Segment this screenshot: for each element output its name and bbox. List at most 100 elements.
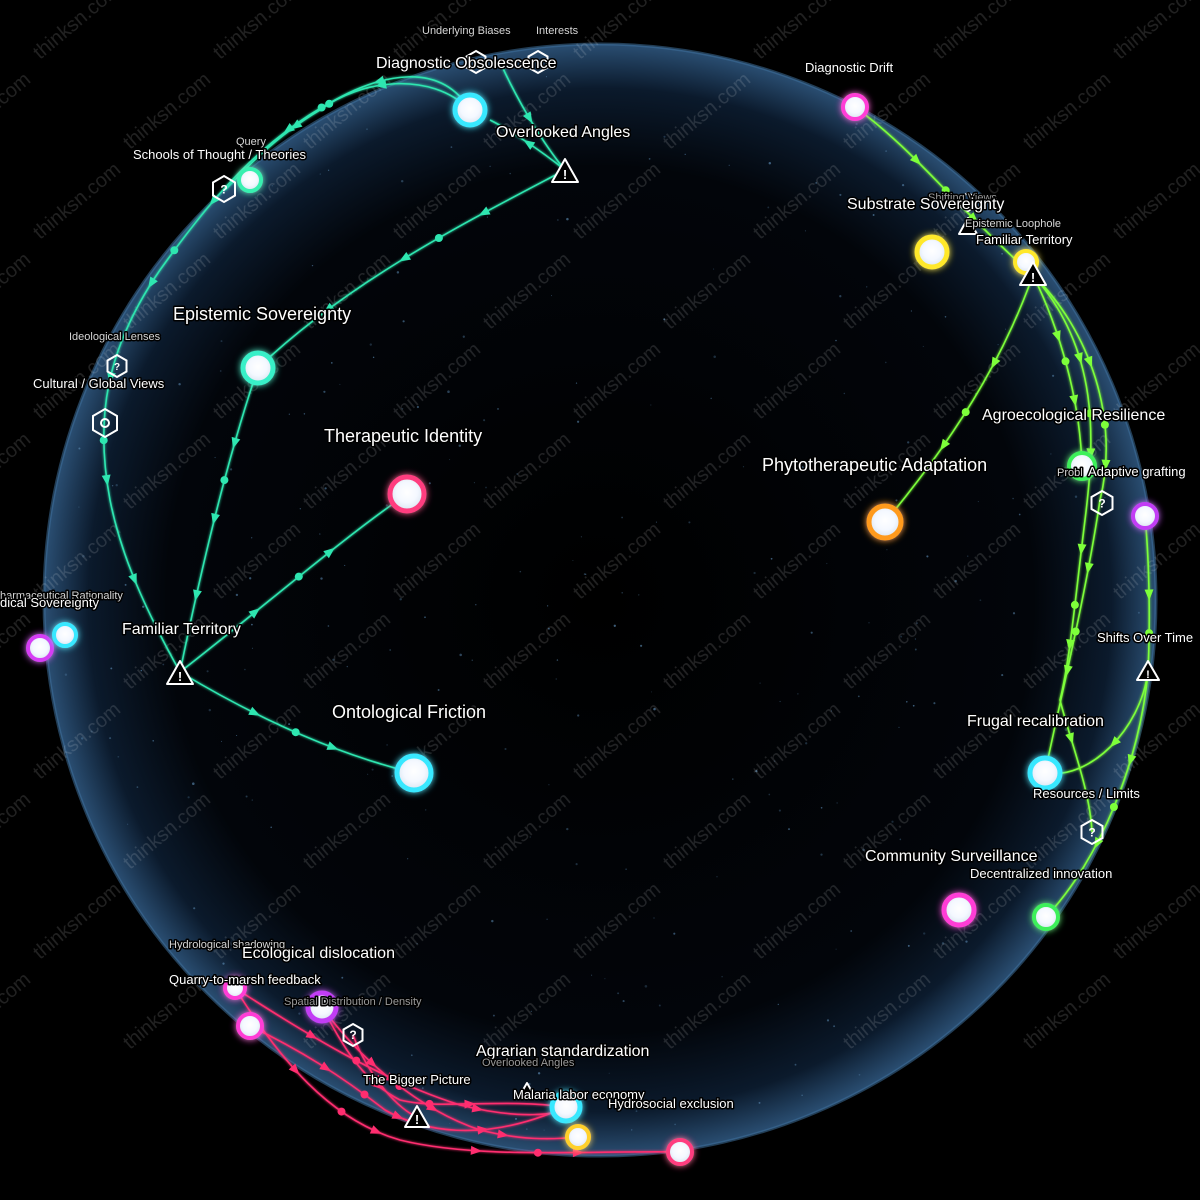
node-malaria-labor-economy[interactable] [565, 1124, 591, 1150]
node-phytotherapeutic-adaptation[interactable] [866, 503, 904, 541]
marker-label: Resources / Limits [1033, 786, 1140, 801]
star-dot [901, 183, 905, 187]
question-hexagon-icon[interactable]: ? [212, 174, 236, 204]
star-dot [251, 799, 253, 801]
star-dot [658, 1004, 661, 1007]
edge-path [884, 274, 1034, 523]
star-dot [323, 390, 326, 393]
warning-icon[interactable] [519, 1082, 535, 1096]
star-dot [356, 957, 358, 959]
watermark-text: thinksn.com [0, 788, 35, 873]
watermark-text: thinksn.com [29, 0, 125, 64]
star-dot [855, 122, 858, 126]
warning-icon[interactable] [958, 217, 978, 235]
edge-dot [395, 1082, 404, 1090]
star-dot [288, 723, 291, 726]
node-frugal-recalibration[interactable] [1027, 755, 1063, 791]
edge-arrowhead [193, 589, 202, 602]
edge-arrowhead [371, 1074, 382, 1087]
star-dot [933, 702, 936, 705]
star-dot [1001, 252, 1003, 255]
star-dot [1074, 495, 1078, 498]
node-hydrosocial-exclusion[interactable] [666, 1138, 694, 1166]
star-dot [801, 466, 804, 469]
node-therapeutic-identity[interactable] [387, 474, 427, 514]
node-label: Agrarian standardization [476, 1043, 649, 1060]
question-hexagon-icon[interactable]: ? [342, 1022, 364, 1048]
node-agroecological-resilience[interactable] [1067, 451, 1097, 481]
node-hydrological-shadowing[interactable] [223, 976, 247, 1000]
node-ontological-friction[interactable] [394, 753, 434, 793]
star-dot [801, 1094, 803, 1096]
question-hexagon-icon[interactable]: ? [1090, 489, 1114, 517]
question-hexagon-icon[interactable]: ? [1080, 818, 1104, 846]
edge-arrowhead [248, 608, 260, 619]
hexagon-icon[interactable] [465, 49, 487, 75]
star-dot [389, 649, 392, 651]
node-decentralized-innovation[interactable] [1032, 903, 1060, 931]
warning-icon[interactable]: ! [166, 660, 194, 685]
hexagon-icon[interactable] [959, 191, 977, 213]
node-label: Ecological dislocation [242, 945, 395, 962]
node-diagnostic-obsolescence[interactable] [452, 92, 488, 128]
star-dot [319, 533, 321, 535]
node-adaptive-grafting[interactable] [1131, 502, 1159, 530]
star-dot [835, 339, 837, 342]
edge-arrowhead [323, 302, 335, 313]
star-dot [650, 404, 652, 406]
star-dot [906, 701, 908, 703]
node-quarry-to-marsh[interactable] [236, 1012, 264, 1040]
star-dot [311, 264, 314, 267]
star-dot [787, 828, 791, 831]
hexagon-icon[interactable] [92, 407, 118, 439]
hexagon-icon[interactable]: ? [106, 353, 128, 379]
node-agrarian-standardization[interactable] [549, 1090, 583, 1124]
star-dot [914, 638, 917, 640]
edge-path [234, 987, 681, 1154]
node-label: Diagnostic Obsolescence [376, 55, 557, 72]
warning-icon[interactable]: ! [551, 158, 579, 183]
star-dot [820, 853, 823, 856]
node-substrate-sovereignty[interactable] [914, 234, 950, 270]
node-diagnostic-drift[interactable] [841, 93, 869, 121]
node-medical-sovereignty[interactable] [26, 634, 54, 662]
markers[interactable]: ! ? ? ! ! ? ! ? [92, 49, 1160, 1128]
star-dot [716, 876, 718, 878]
edge-arrowhead [1094, 836, 1104, 849]
star-dot [1018, 513, 1021, 516]
star-dot [136, 786, 139, 788]
marker-label: Cultural / Global Views [33, 376, 165, 391]
node-schools-of-thought[interactable] [237, 167, 263, 193]
nodes[interactable] [26, 92, 1159, 1166]
node-community-surveillance[interactable] [941, 892, 977, 928]
star-dot [826, 562, 828, 565]
warning-icon[interactable]: ! [1019, 261, 1047, 286]
edge-arrowhead [148, 276, 158, 289]
star-dot [721, 975, 723, 978]
star-dot [977, 501, 979, 503]
star-dot [492, 1014, 495, 1017]
edge-arrowhead [1110, 736, 1122, 748]
svg-text:?: ? [220, 183, 227, 197]
edge-dot [1085, 409, 1094, 418]
warning-icon[interactable]: ! [404, 1105, 430, 1128]
star-dot [710, 397, 712, 400]
hexagon-icon[interactable] [527, 49, 549, 75]
star-dot [900, 635, 903, 638]
star-dot [585, 573, 587, 575]
edge-arrowhead [248, 706, 261, 716]
node-ecological-dislocation[interactable] [305, 990, 339, 1024]
node-pharmaceutical-rationality[interactable] [52, 622, 78, 648]
star-dot [566, 827, 569, 831]
star-dot [475, 603, 477, 606]
watermark-text: thinksn.com [1109, 0, 1200, 64]
star-dot [1001, 674, 1004, 677]
node-epistemic-sovereignty[interactable] [240, 350, 276, 386]
star-dot [886, 549, 888, 551]
star-dot [1052, 837, 1054, 839]
star-dot [545, 76, 547, 78]
edge-arrowhead [426, 1101, 438, 1112]
edge-arrowhead [211, 512, 220, 525]
warning-icon[interactable]: ! [1136, 660, 1160, 681]
star-dot [332, 658, 335, 661]
